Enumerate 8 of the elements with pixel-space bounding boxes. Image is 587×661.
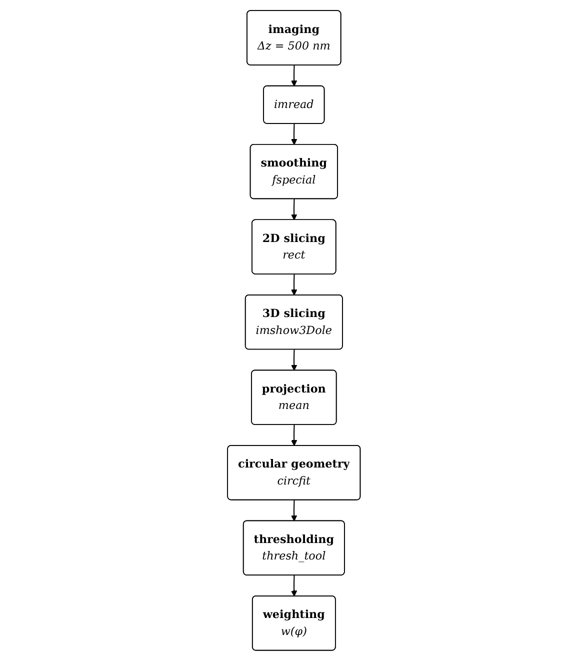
arrow <box>290 424 297 446</box>
arrow <box>290 199 297 220</box>
arrow <box>290 500 297 522</box>
arrow <box>290 124 297 146</box>
arrow <box>290 575 297 597</box>
arrow <box>290 274 297 296</box>
arrow <box>290 350 297 371</box>
arrow <box>290 65 297 87</box>
